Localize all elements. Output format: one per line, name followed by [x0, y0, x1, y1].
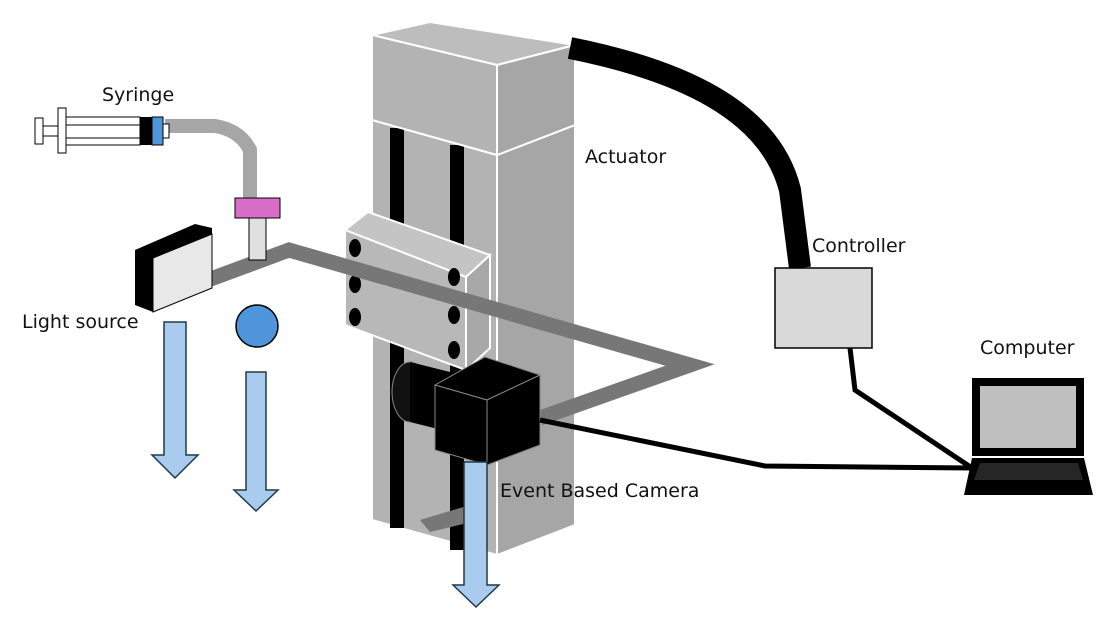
actuator-cable: [567, 37, 811, 270]
label-computer: Computer: [980, 337, 1075, 359]
nozzle-needle: [248, 217, 267, 261]
down-arrow-droplet: [232, 371, 280, 513]
light-path: [205, 242, 715, 426]
label-controller: Controller: [812, 235, 906, 257]
down-arrow-camera: [451, 461, 501, 609]
droplet: [235, 304, 279, 348]
label-camera: Event Based Camera: [500, 480, 699, 502]
label-light-source: Light source: [22, 311, 139, 333]
down-arrow-light: [150, 321, 200, 480]
laptop-icon: [964, 378, 1093, 495]
controller-cable: [847, 347, 974, 471]
label-syringe: Syringe: [102, 84, 174, 106]
camera-cable: [539, 417, 973, 471]
event-camera: [391, 356, 542, 532]
syringe-icon: [34, 107, 257, 198]
label-actuator: Actuator: [585, 146, 666, 168]
controller-box: [774, 267, 873, 349]
nozzle-cap: [234, 197, 281, 219]
light-source: [135, 224, 213, 313]
actuator-carriage: [342, 210, 492, 373]
